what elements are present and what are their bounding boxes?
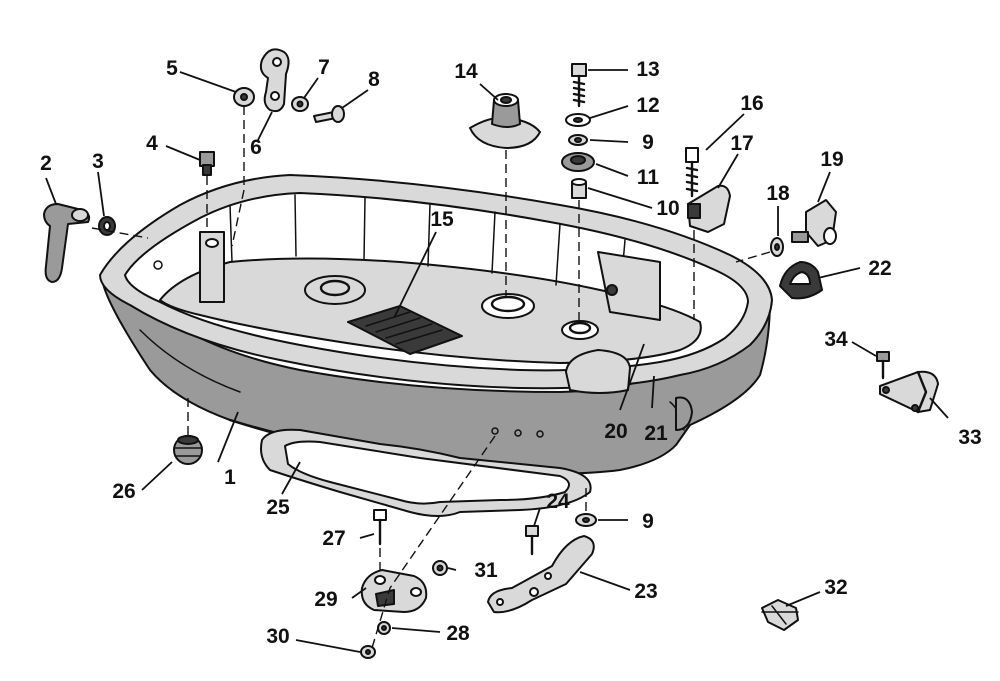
part-33-bracket xyxy=(879,370,939,414)
callout-18: 18 xyxy=(766,182,790,205)
callout-6: 6 xyxy=(250,136,262,159)
callout-30: 30 xyxy=(266,625,289,648)
part-14-grommet-boot xyxy=(469,93,541,149)
callout-13: 13 xyxy=(636,58,659,81)
callout-27: 27 xyxy=(322,527,345,550)
part-8-screw xyxy=(313,105,345,123)
callout-7: 7 xyxy=(318,56,330,79)
callout-19: 19 xyxy=(820,148,843,171)
callout-numbers: 1 2 3 4 5 6 7 8 9 9 10 11 12 13 14 15 16… xyxy=(40,56,982,648)
callout-23: 23 xyxy=(634,580,657,603)
part-5-washer xyxy=(233,87,255,107)
part-1-lower-cover xyxy=(99,174,773,475)
callout-21: 21 xyxy=(644,422,668,445)
part-27-screw xyxy=(373,509,387,546)
leader-lines xyxy=(45,69,949,653)
callout-5: 5 xyxy=(166,57,178,80)
assembly-lines xyxy=(91,106,771,649)
callout-8: 8 xyxy=(368,68,380,91)
part-17-bracket xyxy=(687,184,731,233)
part-4-fitting xyxy=(199,151,215,176)
callout-2: 2 xyxy=(40,152,52,175)
part-7-washer xyxy=(291,96,309,112)
callout-3: 3 xyxy=(92,150,104,173)
part-12-washer xyxy=(565,113,591,127)
callout-26: 26 xyxy=(112,480,135,503)
part-13-bolt xyxy=(571,63,587,108)
callout-29: 29 xyxy=(314,588,337,611)
part-19-connector xyxy=(791,199,837,247)
callout-16: 16 xyxy=(740,92,763,115)
part-9-washer-upper xyxy=(568,134,588,146)
part-11-grommet xyxy=(561,152,595,172)
callout-20: 20 xyxy=(604,420,627,443)
part-9-washer-lower xyxy=(575,513,597,527)
callout-24: 24 xyxy=(546,490,570,513)
part-16-bolt xyxy=(685,147,699,198)
callout-1: 1 xyxy=(224,466,236,489)
callout-34: 34 xyxy=(824,328,848,351)
part-34-screw xyxy=(876,351,890,380)
part-29-hinge-bracket xyxy=(360,569,428,613)
callout-11: 11 xyxy=(637,166,660,189)
part-24-screw xyxy=(525,525,539,556)
part-28-nut xyxy=(377,621,391,635)
part-15-seal-pad xyxy=(347,305,463,355)
callout-31: 31 xyxy=(474,559,498,582)
part-10-sleeve xyxy=(571,178,587,199)
callout-12: 12 xyxy=(636,94,659,117)
part-26-grommet xyxy=(173,435,203,465)
part-22-latch-seal xyxy=(779,261,823,300)
callout-33: 33 xyxy=(958,426,981,449)
callout-22: 22 xyxy=(868,257,891,280)
part-32-clip xyxy=(761,599,799,631)
callout-4: 4 xyxy=(146,132,158,155)
part-2-lever xyxy=(43,203,91,283)
part-30-screw xyxy=(360,645,376,659)
callout-15: 15 xyxy=(430,208,454,231)
callout-10: 10 xyxy=(656,197,679,220)
part-6-latch-hook xyxy=(259,48,290,113)
callout-25: 25 xyxy=(266,496,290,519)
callout-9-upper: 9 xyxy=(642,131,654,154)
callout-9-lower: 9 xyxy=(642,510,654,533)
part-18-washer xyxy=(770,237,784,257)
part-25-bottom-seal xyxy=(260,428,592,517)
callout-32: 32 xyxy=(824,576,847,599)
callout-28: 28 xyxy=(446,622,470,645)
callout-14: 14 xyxy=(454,60,478,83)
part-31-nut xyxy=(432,560,448,576)
part-23-bracket-plate xyxy=(487,535,595,614)
callout-17: 17 xyxy=(730,132,753,155)
